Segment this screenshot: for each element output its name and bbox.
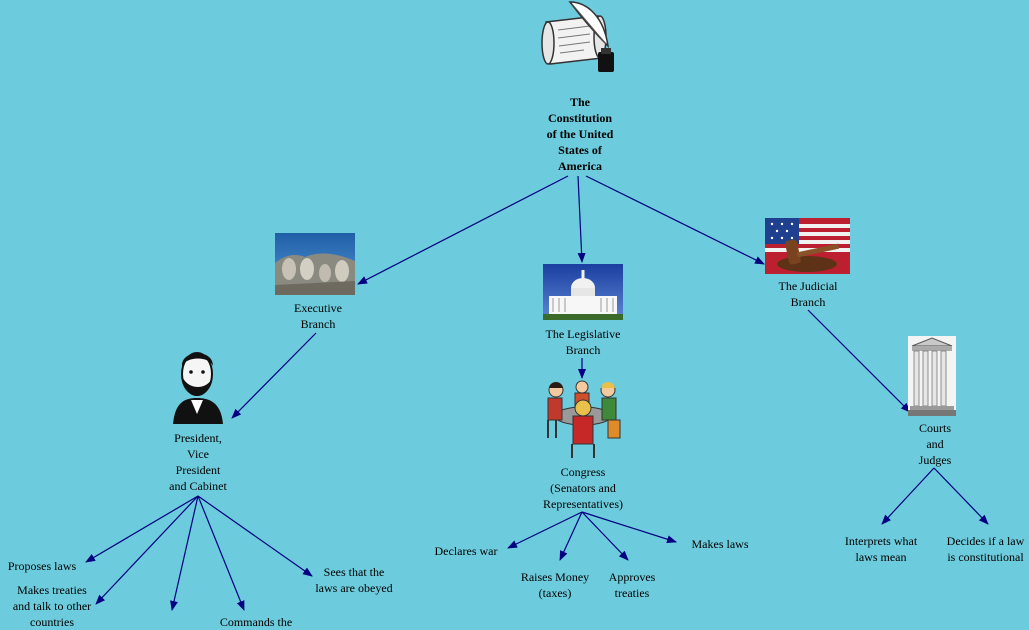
gavel-flag-icon [765, 218, 850, 274]
mount-rushmore-icon [275, 233, 355, 295]
arrow-root-executive [357, 175, 569, 285]
arrow-congress-laws [581, 511, 677, 544]
duty-makes-treaties: Makes treaties and talk to other countri… [12, 583, 92, 629]
duty-commands: Commands the [219, 615, 293, 629]
duty-declares-war: Declares war [434, 544, 498, 558]
arrow-congress-money [559, 511, 583, 561]
arrow-congress-war [507, 511, 583, 549]
arrow-congress-treaties [581, 511, 629, 561]
arrow-president-obeyed [197, 495, 313, 577]
duty-proposes-laws: Proposes laws [7, 559, 77, 573]
people-meeting-icon [542, 378, 624, 460]
courthouse-columns-icon [908, 336, 956, 416]
arrow-courts-decides [933, 467, 989, 525]
arrow-president-treaties [95, 495, 199, 605]
executive-branch-label: Executive Branch [294, 301, 342, 331]
quill-scroll-icon [538, 0, 618, 76]
judicial-branch-label: The Judicial Branch [778, 279, 838, 309]
arrow-root-legislative [577, 175, 586, 263]
duty-approves-treaties: Approves treaties [608, 570, 656, 600]
arrow-executive-president [231, 332, 317, 419]
duty-makes-laws: Makes laws [691, 537, 749, 551]
duty-interprets-laws: Interprets what laws mean [844, 534, 918, 564]
president-label: President, Vice President and Cabinet [169, 431, 227, 493]
capitol-building-icon [543, 264, 623, 320]
duty-laws-obeyed: Sees that the laws are obeyed [315, 565, 393, 595]
arrow-president-third [170, 495, 199, 611]
lincoln-portrait-icon [165, 344, 230, 424]
duty-decides-constitutional: Decides if a law is constitutional [946, 534, 1025, 564]
arrow-courts-interprets [881, 467, 935, 525]
arrow-president-proposes [85, 495, 199, 563]
courts-label: Courts and Judges [918, 421, 952, 467]
congress-label: Congress (Senators and Representatives) [543, 465, 623, 511]
arrow-president-commands [197, 495, 245, 611]
root-label: The Constitution of the United States of… [546, 95, 614, 173]
arrow-judicial-courts [807, 309, 911, 413]
arrow-root-judicial [585, 175, 765, 265]
duty-raises-money: Raises Money (taxes) [520, 570, 590, 600]
legislative-branch-label: The Legislative Branch [545, 327, 621, 357]
